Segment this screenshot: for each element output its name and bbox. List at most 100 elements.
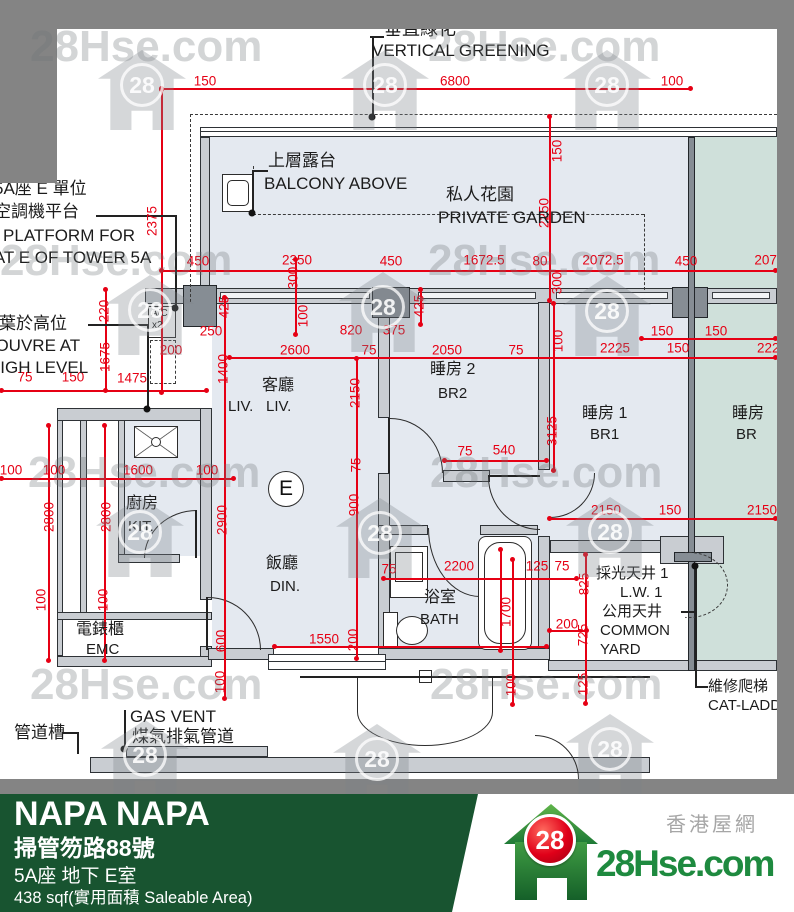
leader-line bbox=[96, 215, 176, 217]
private-garden-area bbox=[208, 137, 688, 288]
window bbox=[556, 292, 668, 299]
unit-info: 5A座 地下 E室 bbox=[14, 866, 137, 887]
plan-label: A/C PLATFORM FOR bbox=[3, 226, 135, 245]
dimension-line bbox=[293, 257, 298, 337]
plan-label: BALCONY ABOVE bbox=[264, 174, 408, 193]
dimension-label: 2375 bbox=[144, 205, 160, 237]
emc-bottom-wall bbox=[57, 656, 212, 667]
plan-label: 公用天井 bbox=[602, 603, 663, 620]
leader-line bbox=[88, 324, 148, 326]
dimension-label: 2050 bbox=[431, 342, 463, 358]
boundary-dashed-line bbox=[190, 114, 191, 302]
kitchen-door-leaf bbox=[195, 510, 197, 558]
dimension-label: 100 bbox=[503, 673, 519, 697]
logo-house-door-icon bbox=[537, 878, 567, 900]
dimension-label: 2600 bbox=[279, 342, 311, 358]
dimension-label: 1550 bbox=[308, 631, 340, 647]
leader-dot bbox=[171, 304, 179, 312]
leader-line bbox=[252, 170, 254, 214]
dimension-label: 425 bbox=[411, 294, 427, 318]
dimension-label: 1672.5 bbox=[463, 252, 505, 268]
leader-line bbox=[252, 170, 268, 172]
plan-label: L.W. 1 bbox=[620, 584, 663, 601]
kitchen-hob-knob bbox=[151, 437, 161, 447]
bath-north-wall bbox=[480, 525, 538, 535]
column bbox=[183, 285, 217, 327]
leader-dot bbox=[143, 405, 151, 413]
dimension-label: 2150 bbox=[590, 502, 622, 518]
leader-dot bbox=[248, 209, 256, 217]
dimension-label: 2900 bbox=[214, 504, 230, 536]
dimension-label: 100 bbox=[550, 329, 566, 353]
plan-label: COMMON bbox=[600, 622, 670, 639]
brand-site-name-zh: 香港屋網 bbox=[666, 814, 758, 836]
terrace-south-wall bbox=[90, 757, 650, 773]
dimension-line bbox=[102, 423, 107, 663]
dimension-line bbox=[498, 547, 503, 653]
yard-door-arc bbox=[535, 735, 579, 779]
dimension-label: 1400 bbox=[215, 353, 231, 385]
wall bbox=[80, 420, 87, 614]
dimension-label: 2150 bbox=[347, 377, 363, 409]
dimension-label: 2150 bbox=[746, 502, 778, 518]
dimension-line bbox=[0, 476, 236, 481]
dimension-label: 2350 bbox=[281, 252, 313, 268]
plan-label: 管道槽 bbox=[14, 723, 65, 742]
plan-label: BATH bbox=[420, 611, 459, 628]
wall bbox=[200, 408, 212, 600]
emc-top-wall bbox=[57, 612, 212, 620]
leader-line bbox=[175, 215, 177, 307]
logo-28-badge-icon: 28 bbox=[524, 814, 576, 866]
greening-dashed-line bbox=[190, 114, 777, 115]
brand-logo[interactable]: 28 bbox=[504, 804, 598, 902]
dimension-line bbox=[227, 355, 778, 360]
dimension-label: 2800 bbox=[41, 501, 57, 533]
plan-label: VERTICAL GREENING bbox=[372, 41, 550, 60]
plan-label: 採光天井 1 bbox=[596, 565, 669, 582]
dimension-label: 725 bbox=[575, 623, 591, 647]
garden-west-wall bbox=[200, 137, 210, 302]
leader-dot bbox=[691, 562, 699, 570]
dimension-label: 2225 bbox=[599, 340, 631, 356]
leader-line bbox=[370, 36, 384, 38]
plan-label: YARD bbox=[600, 641, 641, 658]
leader-line bbox=[695, 686, 708, 688]
dimension-label: 300 bbox=[549, 271, 565, 295]
dimension-label: 150 bbox=[666, 340, 690, 356]
plan-label: HIGH LEVEL bbox=[0, 358, 89, 377]
dimension-line bbox=[418, 287, 423, 327]
frame-top bbox=[0, 0, 794, 29]
dimension-label: 100 bbox=[0, 462, 23, 478]
hall-door-leaf bbox=[488, 475, 540, 477]
frame-bottom bbox=[0, 779, 794, 794]
window bbox=[712, 292, 770, 299]
plan-label: 客廳 bbox=[262, 377, 295, 394]
common-yard-area bbox=[550, 553, 688, 660]
dimension-label: 900 bbox=[346, 493, 362, 517]
wall bbox=[57, 420, 63, 656]
dining-window bbox=[268, 654, 386, 670]
dimension-line bbox=[46, 423, 51, 663]
br1-west-wall bbox=[538, 302, 550, 470]
dimension-label: 825 bbox=[576, 572, 592, 596]
garden-gate-arc bbox=[357, 678, 493, 746]
dimension-label: 150 bbox=[658, 502, 682, 518]
dining-door-leaf bbox=[206, 597, 208, 650]
balcony-dashed-line bbox=[253, 214, 644, 215]
bath-north-wall bbox=[378, 525, 428, 535]
dimension-line bbox=[442, 458, 549, 463]
plan-label: x2 bbox=[152, 320, 163, 331]
dimension-label: 100 bbox=[195, 462, 219, 478]
frame-left bbox=[0, 0, 57, 183]
dimension-label: 150 bbox=[61, 369, 85, 385]
brand-site-name[interactable]: 28Hse.com bbox=[596, 843, 775, 884]
balcony-dashed-line bbox=[644, 214, 645, 290]
dimension-line bbox=[103, 287, 108, 393]
dimension-label: 100 bbox=[295, 304, 311, 328]
dimension-label: 375 bbox=[382, 322, 406, 338]
leader-line bbox=[372, 36, 374, 116]
dimension-label: 540 bbox=[492, 442, 516, 458]
dimension-line bbox=[639, 336, 778, 341]
plan-label: A/C bbox=[151, 308, 168, 319]
